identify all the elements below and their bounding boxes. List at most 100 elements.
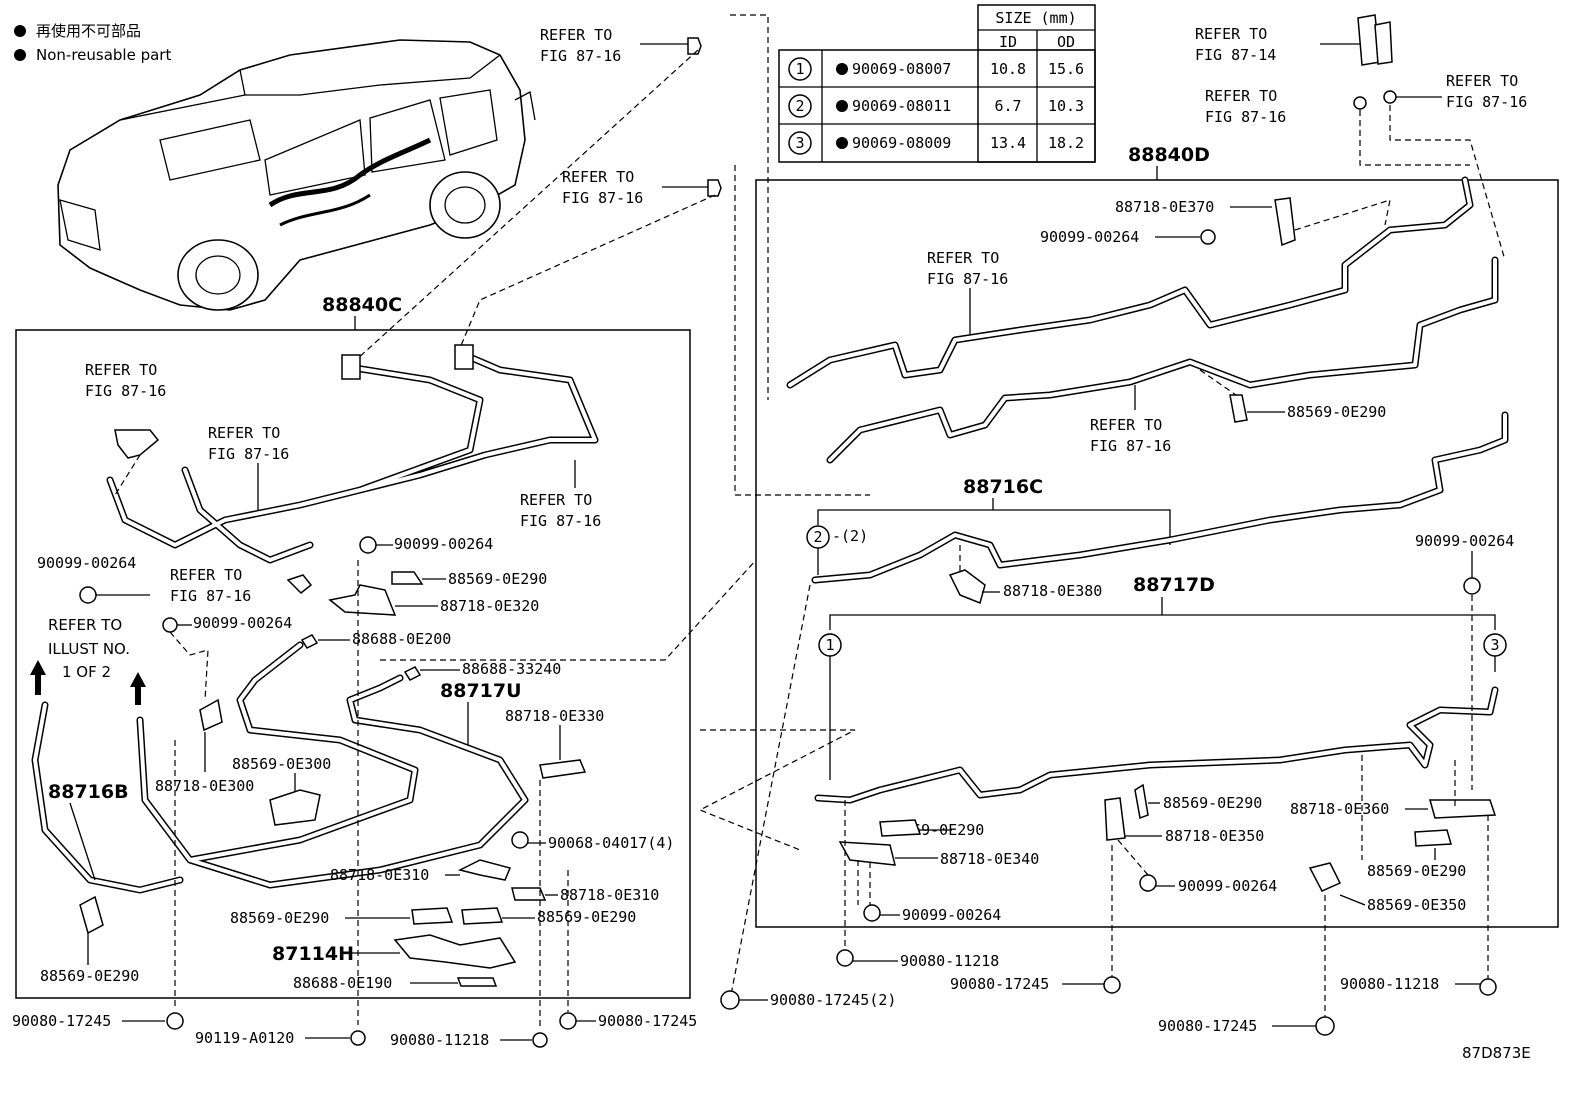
- hose-icon: [1374, 21, 1393, 65]
- table-cell-part: 90069-08007: [852, 60, 951, 78]
- svg-text:13.4: 13.4: [990, 134, 1026, 152]
- bolt-icon: [532, 1032, 548, 1048]
- bracket-icon: [1274, 197, 1296, 247]
- svg-text:FIG 87-16: FIG 87-16: [540, 47, 621, 65]
- clip-icon: [1383, 90, 1397, 104]
- refer-88840C-1: REFER TO: [85, 361, 157, 379]
- clip-icon: [687, 37, 702, 55]
- part-label: 90080-17245: [1158, 1017, 1257, 1035]
- size-table-title: SIZE (mm): [995, 9, 1076, 27]
- bolt-icon: [1200, 229, 1216, 245]
- part-label: 90099-00264: [1178, 877, 1277, 895]
- part-qty: -(2): [832, 527, 868, 545]
- svg-text:18.2: 18.2: [1048, 134, 1084, 152]
- refer-88840C-4: REFER TO: [170, 566, 242, 584]
- part-label: 90080-17245: [12, 1012, 111, 1030]
- svg-text:1: 1: [795, 60, 804, 78]
- svg-text:REFER TO: REFER TO: [1195, 25, 1267, 43]
- part-label: 88569-0E290: [1287, 403, 1386, 421]
- part-label: 88718-0E300: [155, 777, 254, 795]
- arrow-up-icon: [30, 660, 46, 695]
- svg-text:REFER TO: REFER TO: [1205, 87, 1277, 105]
- part-label: 90080-17245(2): [770, 991, 896, 1009]
- svg-text:1 OF 2: 1 OF 2: [62, 663, 111, 681]
- legend-jp: 再使用不可部品: [36, 22, 141, 40]
- clamp-icon: [879, 819, 922, 837]
- frame-88840C: [15, 329, 691, 999]
- bolt-icon: [1463, 577, 1481, 595]
- svg-text:2: 2: [813, 528, 822, 546]
- svg-text:FIG 87-16: FIG 87-16: [520, 512, 601, 530]
- svg-text:2: 2: [795, 97, 804, 115]
- clamp-icon: [411, 907, 454, 925]
- bracket-icon: [511, 887, 547, 901]
- svg-text:15.6: 15.6: [1048, 60, 1084, 78]
- svg-text:10.3: 10.3: [1048, 97, 1084, 115]
- table-cell-part: 90069-08011: [852, 97, 951, 115]
- part-label: 88718-0E310: [330, 866, 429, 884]
- bolt-icon: [511, 831, 529, 849]
- refer-top-right-2: REFER TO FIG 87-16: [1383, 72, 1527, 111]
- svg-text:FIG 87-16: FIG 87-16: [1090, 437, 1171, 455]
- part-label: 90068-04017(4): [548, 834, 674, 852]
- refer-87-14: REFER TO FIG 87-14: [1195, 14, 1393, 66]
- part-label: 88718-0E310: [560, 886, 659, 904]
- assembly-88717U: 88717U: [440, 680, 522, 702]
- part-label: 88569-0E290: [1163, 794, 1262, 812]
- bracket-icon: [838, 841, 896, 866]
- part-label: 88718-0E380: [1003, 582, 1102, 600]
- svg-text:REFER TO: REFER TO: [1446, 72, 1518, 90]
- part-label: 88688-0E190: [293, 974, 392, 992]
- part-label: 88569-0E290: [40, 967, 139, 985]
- clip-icon: [300, 634, 319, 649]
- svg-text:6.7: 6.7: [994, 97, 1021, 115]
- svg-text:1: 1: [825, 636, 834, 654]
- clamp-icon: [461, 907, 504, 925]
- part-label: 88718-0E360: [1290, 800, 1389, 818]
- part-label: 88569-0E290: [448, 570, 547, 588]
- clamp-icon: [391, 571, 424, 585]
- bracket-icon: [269, 789, 321, 826]
- part-label: 90080-17245: [950, 975, 1049, 993]
- part-label: 88688-0E200: [352, 630, 451, 648]
- clamp-icon: [79, 895, 104, 935]
- bolt-icon: [79, 586, 97, 604]
- part-label: 90080-17245: [598, 1012, 697, 1030]
- svg-text:3: 3: [1490, 636, 1499, 654]
- part-label: 88688-33240: [462, 660, 561, 678]
- part-label: 90099-00264: [37, 554, 136, 572]
- bracket-icon: [457, 859, 512, 881]
- part-label: 88569-0E300: [232, 755, 331, 773]
- svg-text:REFER TO: REFER TO: [562, 168, 634, 186]
- part-label: 88569-0E290: [537, 908, 636, 926]
- part-label: 88718-0E350: [1165, 827, 1264, 845]
- assembly-88716C: 88716C: [963, 476, 1043, 498]
- svg-text:FIG 87-16: FIG 87-16: [170, 587, 251, 605]
- table-cell-part: 90069-08009: [852, 134, 951, 152]
- size-table-row: 3 90069-08009 13.4 18.2: [788, 131, 1084, 155]
- clip-icon: [1353, 96, 1367, 110]
- pipe-88840C: [106, 344, 599, 564]
- part-label: 90080-11218: [1340, 975, 1439, 993]
- size-table-col-od: OD: [1057, 33, 1075, 51]
- refer-88840D-2: REFER TO: [1090, 416, 1162, 434]
- refer-88840D-1: REFER TO: [927, 249, 999, 267]
- svg-text:FIG 87-16: FIG 87-16: [208, 445, 289, 463]
- svg-text:10.8: 10.8: [990, 60, 1026, 78]
- clip-icon: [456, 977, 498, 987]
- part-label: 90119-A0120: [195, 1029, 294, 1047]
- part-label: 88718-0E340: [940, 850, 1039, 868]
- svg-text:FIG 87-14: FIG 87-14: [1195, 46, 1276, 64]
- clamp-icon: [286, 574, 313, 595]
- svg-text:FIG 87-16: FIG 87-16: [927, 270, 1008, 288]
- size-table-row: 2 90069-08011 6.7 10.3: [788, 94, 1084, 118]
- part-label: 90099-00264: [902, 906, 1001, 924]
- refer-top-right-1: REFER TO FIG 87-16: [1205, 87, 1367, 126]
- part-label: 88569-0E290: [1367, 862, 1466, 880]
- svg-text:REFER TO: REFER TO: [540, 26, 612, 44]
- refer-illust: REFER TO: [48, 616, 122, 634]
- legend-en: Non-reusable part: [36, 46, 171, 64]
- pipe-88716B: [31, 701, 184, 894]
- clamp-icon: [1308, 862, 1342, 892]
